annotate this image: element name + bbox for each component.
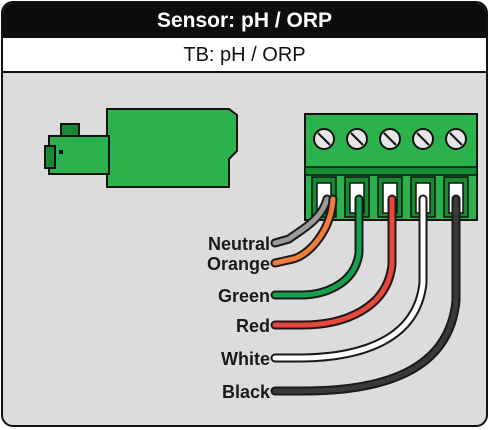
wire-label-green: Green [217, 286, 270, 306]
wire-label-orange: Orange [206, 254, 270, 274]
wire-label-white: White [221, 349, 270, 369]
wire-orange [270, 194, 338, 268]
wire-neutral [270, 194, 332, 248]
wiring-diagram [44, 108, 478, 396]
wire-label-neutral: Neutral [207, 234, 270, 254]
wires [270, 194, 461, 396]
terminal-block-label: TB: pH / ORP [3, 38, 486, 73]
wire-label-black: Black [221, 382, 270, 402]
plug-connector [44, 108, 238, 188]
terminal-screw [346, 128, 368, 150]
wire-black [270, 194, 461, 396]
terminal-screw [445, 128, 467, 150]
wire-label-red: Red [235, 316, 270, 336]
terminal-screw [412, 128, 434, 150]
wire-white [270, 194, 428, 363]
wire-green [270, 194, 364, 300]
terminal-screw [379, 128, 401, 150]
terminal-screw [313, 128, 335, 150]
wire-red [270, 194, 397, 330]
sensor-title: Sensor: pH / ORP [3, 3, 486, 38]
terminal-screws [313, 128, 467, 150]
